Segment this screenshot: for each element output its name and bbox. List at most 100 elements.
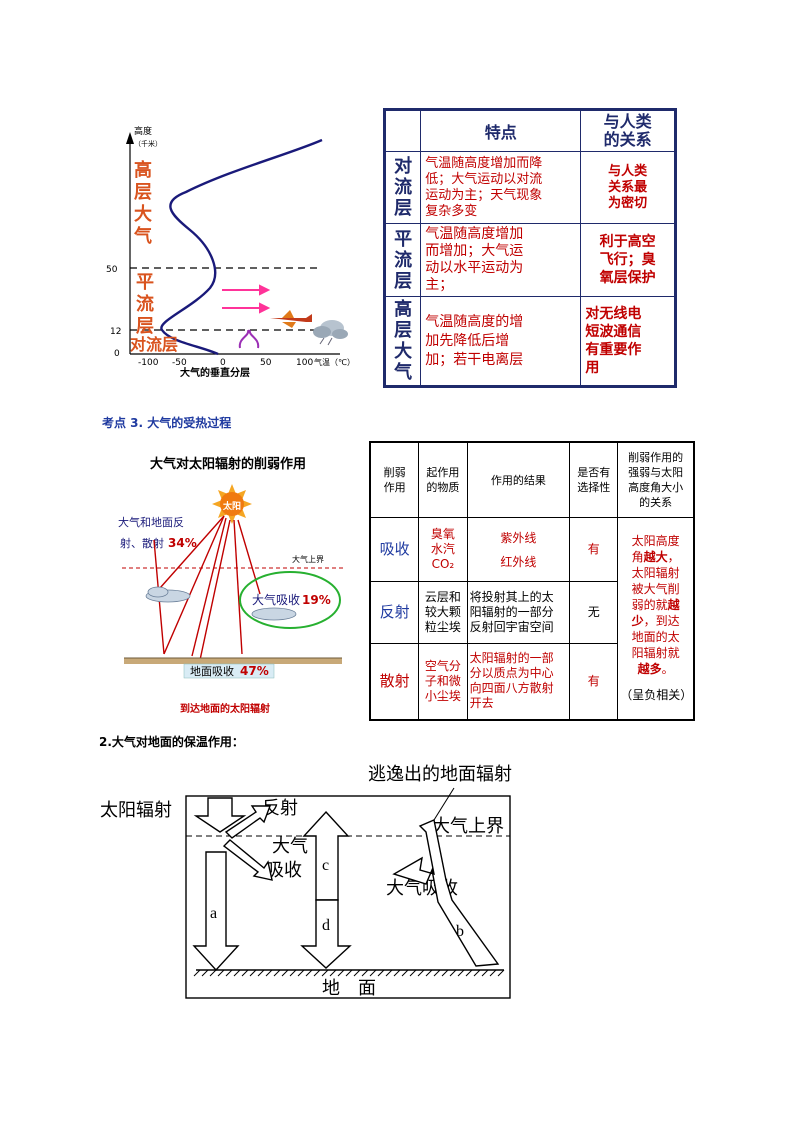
selective-cell: 有 [569, 643, 619, 720]
storm-cloud-icon [313, 320, 348, 346]
header-feature-text: 特点 [484, 123, 517, 142]
layer-relation-cell: 利于高空 飞行；臭 氧层保护 [580, 223, 676, 297]
material-line: 较大颗 [424, 605, 461, 619]
relation-line: 对无线电 [585, 306, 642, 322]
header-line: 强弱与太阳 [628, 466, 684, 479]
relation-keyword: 越大 [643, 550, 668, 565]
result-line: 开去 [469, 696, 494, 711]
arrow-d-icon [300, 899, 352, 969]
arrow-b-label: b [456, 923, 464, 940]
result-cell: 将投射其上的太 阳辐射的一部分 反射回宇宙空间 [466, 581, 571, 644]
cloud-icon [145, 586, 191, 603]
header-line: 作用 [383, 481, 406, 494]
y-axis-arrow-icon [126, 132, 134, 144]
layer-high-char-1: 高 [134, 159, 152, 181]
layer-feature-cell: 气温随高度的增 加先降低后增 加；若干电离层 [420, 296, 582, 387]
layer-high-char-4: 气 [133, 225, 152, 247]
feature-line: 而增加；大气运 [425, 243, 524, 259]
relation-line: 为密切 [608, 195, 648, 211]
relation-line: 与人类 [608, 163, 648, 179]
arrow-head-1-icon [259, 284, 271, 296]
relation-text: ，到达 [643, 614, 680, 629]
layer-name-char: 大 [394, 341, 413, 362]
material-cell: 臭氧 水汽 CO₂ [418, 517, 468, 582]
layer-name-char: 气 [394, 362, 413, 383]
atmosphere-top-label: 大气上界 [292, 554, 324, 564]
header-line: 是否有 [577, 466, 611, 479]
layer-name-char: 流 [394, 249, 413, 271]
layer-name-char: 高 [394, 299, 413, 320]
result-cell: 太阳辐射的一部 分以质点为中心 向四面八方散射 开去 [466, 643, 571, 720]
header-line: 作用的结果 [490, 473, 546, 487]
result-line: 将投射其上的太 [469, 590, 554, 604]
feature-line: 气温随高度的增 [425, 313, 524, 330]
layer-strato-char-2: 流 [136, 293, 154, 315]
layer-feature-cell: 气温随高度增加 而增加；大气运 动以水平运动为 主； [420, 223, 582, 297]
figure-title: 大气对太阳辐射的削弱作用 [150, 456, 306, 472]
relation-line: 利于高空 [599, 234, 656, 250]
relation-line: 氧层保护 [599, 270, 656, 286]
material-line: 空气分 [424, 658, 461, 673]
relation-text: 太阳辐射 [631, 566, 680, 581]
effect-name-cell: 散射 [369, 643, 420, 720]
layer-feature-cell: 气温随高度增加而降 低；大气运动以对流 运动为主；天气现象 复杂多变 [420, 151, 582, 224]
relation-text: 弱的就 [631, 598, 668, 613]
header-relation: 与人类 的关系 [580, 109, 676, 152]
table-header-row: 特点 与人类 的关系 [383, 109, 676, 152]
header-line: 的关系 [639, 496, 673, 509]
atmosphere-absorb-label: 大气吸收 [252, 592, 300, 607]
header-line: 的物质 [426, 481, 460, 494]
material-line: 粒尘埃 [424, 620, 461, 634]
relation-text: 地面的太 [631, 630, 680, 645]
y-tick-50: 50 [106, 265, 118, 275]
atmosphere-layers-table: 特点 与人类 的关系 对 流 层 气温随高度增加而降 低；大气运动以对流 运动为… [383, 108, 677, 388]
arrow-a-label: a [210, 905, 217, 922]
y-axis-unit: （千米） [134, 139, 162, 148]
layer-name-char: 平 [394, 228, 413, 250]
result-line: 太阳辐射的一部 [469, 651, 554, 666]
header-cell: 削弱 作用 [369, 441, 420, 518]
ground-absorb-label: 地面吸收 [190, 664, 234, 678]
layer-strato-char-3: 层 [136, 316, 154, 337]
header-line: 削弱作用的 [628, 451, 684, 464]
header-empty-cell [383, 109, 422, 152]
header-cell: 是否有 选择性 [569, 441, 619, 518]
figure-caption: 到达地面的太阳辐射 [180, 702, 270, 715]
material-cell: 云层和 较大颗 粒尘埃 [418, 581, 468, 644]
relation-line: 有重要作 [585, 342, 642, 358]
relation-keyword: 越多 [637, 662, 662, 677]
table-row: 平 流 层 气温随高度增加 而增加；大气运 动以水平运动为 主； 利于高空 飞行… [383, 223, 676, 297]
header-relation-line-2: 的关系 [603, 130, 652, 149]
result-line: 紫外线 [500, 530, 537, 545]
section-heading-insulation: 2.大气对地面的保温作用： [99, 735, 244, 749]
ground-label: 地 面 [322, 978, 376, 998]
layer-strato-char-1: 平 [136, 272, 154, 293]
result-line: 红外线 [500, 554, 537, 569]
cloud-icon [251, 607, 297, 621]
x-tick-1: -100 [138, 358, 159, 368]
header-line: 高度角大小 [628, 481, 684, 494]
x-tick-2: -50 [172, 358, 187, 368]
ground-absorb-box [183, 663, 275, 679]
table-header-row: 削弱 作用 起作用 的物质 作用的结果 是否有 选择性 削弱作用的 强弱与太阳 … [369, 441, 695, 518]
material-line: 臭氧 [430, 527, 455, 541]
arrow-b-icon [392, 819, 500, 967]
relation-text: 被大气削 [631, 582, 680, 597]
arrow-head-2-icon [259, 302, 271, 314]
result-line: 反射回宇宙空间 [469, 620, 554, 634]
feature-line: 气温随高度增加 [425, 226, 524, 242]
section-heading-heating: 考点 3. 大气的受热过程 [102, 416, 232, 430]
feature-line: 复杂多变 [425, 203, 478, 219]
reflection-arrow-icon [224, 805, 272, 839]
result-cell: 紫外线 红外线 [466, 517, 571, 582]
selective-cell: 有 [569, 517, 619, 582]
header-cell: 削弱作用的 强弱与太阳 高度角大小 的关系 [617, 441, 695, 518]
selective-cell: 无 [569, 581, 619, 644]
header-line: 起作用 [426, 466, 460, 479]
table-row: 吸收 臭氧 水汽 CO₂ 紫外线 红外线 有 太阳高度 角越大， 太阳辐射 被大… [369, 517, 695, 720]
layer-relation-cell: 对无线电 短波通信 有重要作 用 [580, 296, 676, 387]
header-relation-line-1: 与人类 [603, 112, 652, 131]
result-line: 分以质点为中心 [469, 666, 554, 681]
sun-icon [212, 484, 252, 524]
table-row: 反射 云层和 较大颗 粒尘埃 将投射其上的太 阳辐射的一部分 反射回宇宙空间 无 [369, 581, 694, 644]
